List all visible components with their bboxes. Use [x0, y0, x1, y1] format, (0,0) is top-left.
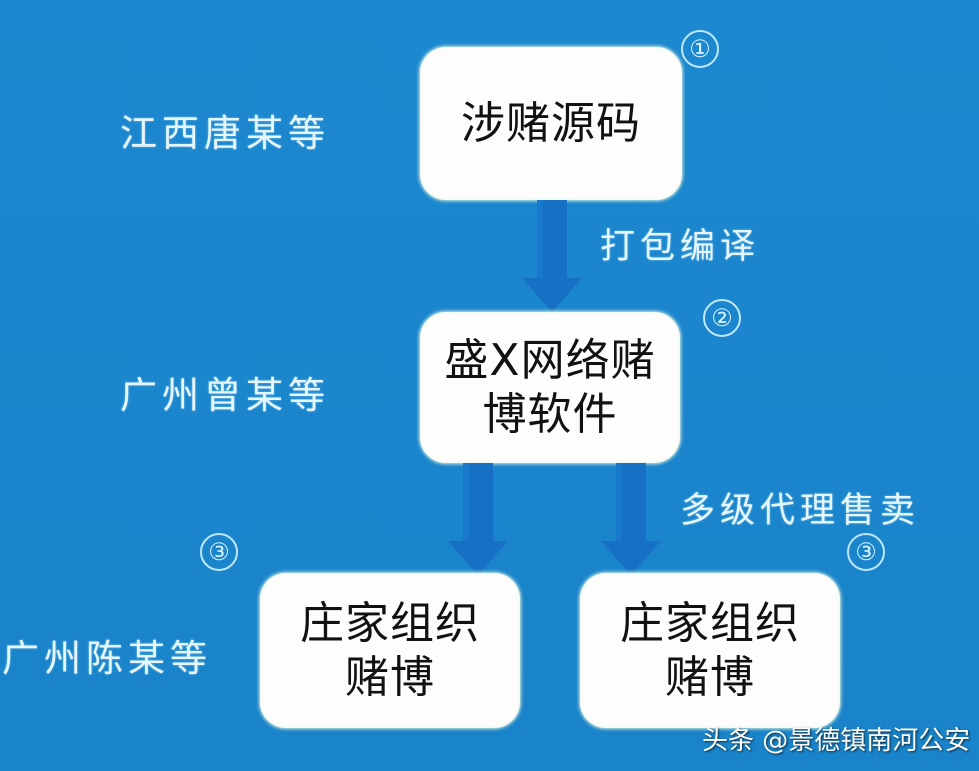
edge-label-multilevel-agent-sales: 多级代理售卖: [680, 491, 921, 531]
edge-label-package-compile: 打包编译: [600, 227, 761, 267]
step-number-3-left: ③: [200, 533, 238, 571]
watermark: 头条 @景德镇南河公安: [702, 726, 971, 756]
node-text-line-1: 庄家组织: [300, 597, 480, 649]
actor-label-guangzhou-chen: 广州陈某等: [2, 637, 212, 680]
node-text-line-1: 庄家组织: [620, 597, 800, 649]
node-gambling-software: 盛X网络赌 博软件: [420, 312, 680, 463]
node-text-line-2: 博软件: [482, 388, 618, 440]
node-banker-gambling-left: 庄家组织 赌博: [260, 573, 520, 728]
actor-label-jiangxi-tang: 江西唐某等: [120, 112, 330, 155]
arrow-down-icon: [601, 463, 661, 575]
node-text-line-1: 盛X网络赌: [444, 334, 656, 386]
node-text: 涉赌源码: [461, 97, 641, 149]
node-banker-gambling-right: 庄家组织 赌博: [580, 573, 840, 728]
actor-label-guangzhou-zeng: 广州曾某等: [120, 374, 330, 417]
step-number-1: ①: [681, 30, 719, 68]
step-number-2: ②: [703, 299, 741, 337]
node-text-line-2: 赌博: [345, 651, 435, 703]
node-text-line-2: 赌博: [665, 651, 755, 703]
arrow-down-icon: [448, 463, 508, 575]
step-number-3-right: ③: [847, 533, 885, 571]
node-gambling-source-code: 涉赌源码: [420, 47, 682, 200]
arrow-down-icon: [522, 200, 582, 312]
